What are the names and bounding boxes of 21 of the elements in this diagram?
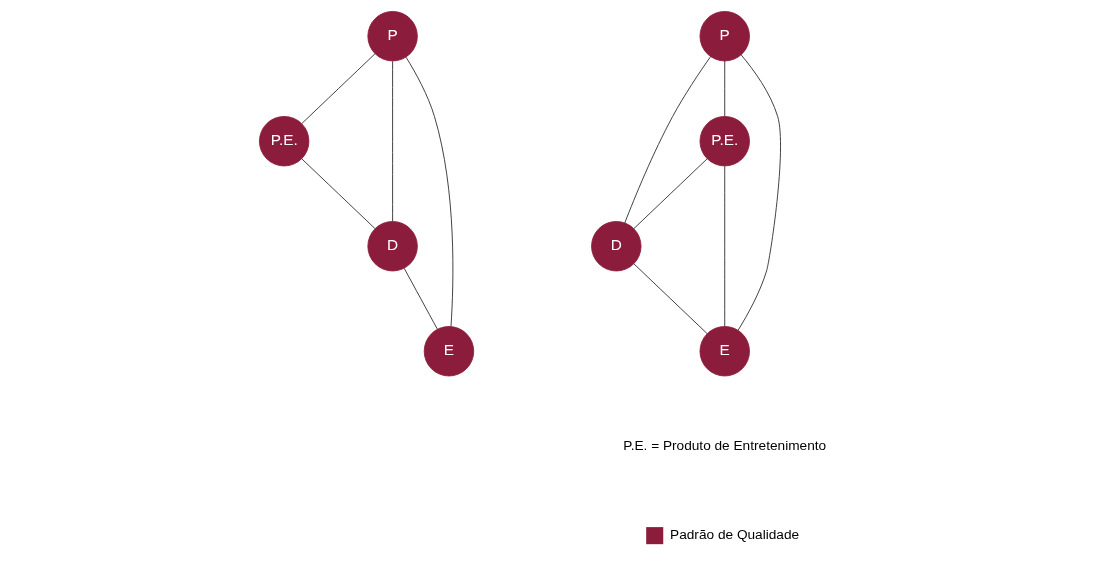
- legend-label: Padrão de Qualidade: [670, 526, 800, 542]
- connector: [624, 56, 711, 224]
- label: P.E. = Produto de Entretenimento: [623, 438, 827, 454]
- node-circle: D: [367, 221, 418, 272]
- node-circle: P: [699, 11, 750, 62]
- connector: [403, 267, 438, 330]
- connector: [633, 158, 708, 229]
- node-circle: E: [699, 326, 750, 377]
- connector: [737, 54, 781, 331]
- connector: [405, 56, 454, 327]
- connector: [392, 60, 394, 222]
- connector: [301, 158, 376, 229]
- node-circle: P: [367, 11, 418, 62]
- node-circle: P.E.: [699, 116, 750, 167]
- node-circle: P.E.: [259, 116, 310, 167]
- node-circle: E: [423, 326, 475, 377]
- connector: [301, 53, 376, 124]
- connector: [633, 263, 708, 334]
- node-circle: D: [591, 221, 642, 272]
- connector: [724, 60, 726, 117]
- connector: [724, 165, 726, 327]
